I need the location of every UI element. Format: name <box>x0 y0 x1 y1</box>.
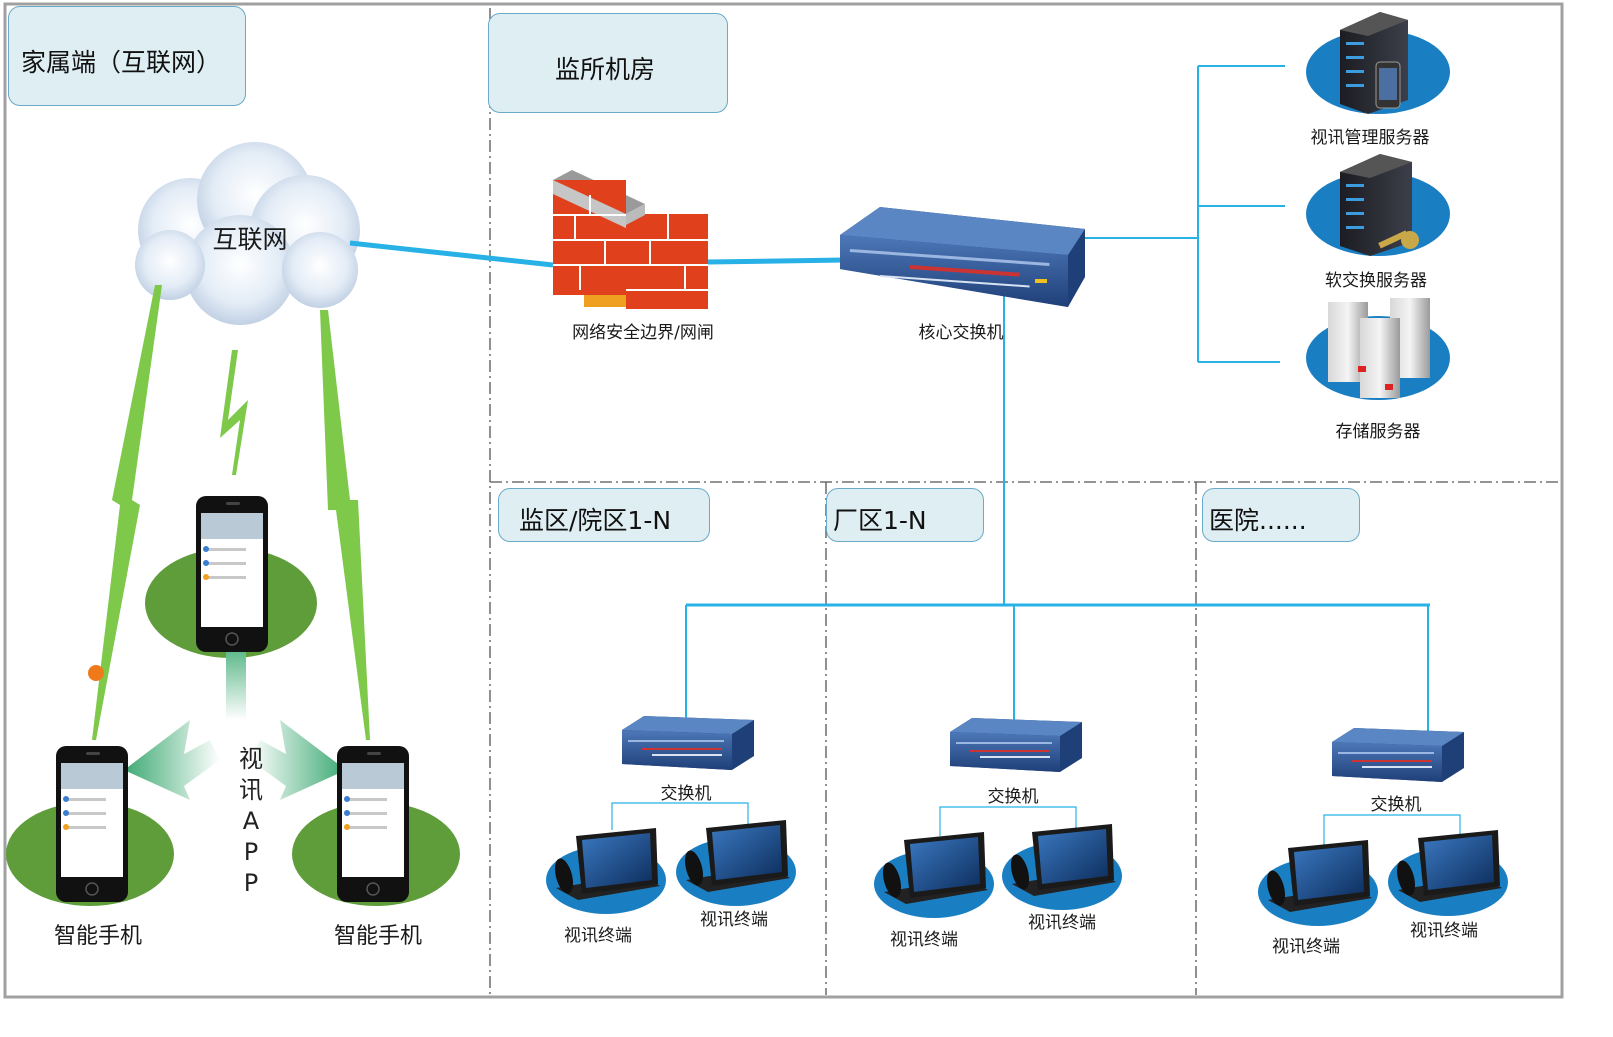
core-switch-icon <box>840 207 1085 307</box>
video-terminal-label: 视讯终端 <box>1410 921 1478 941</box>
zone-hospital-text: 医院...... <box>1209 506 1307 535</box>
server-links <box>685 65 1430 735</box>
switch-label-hospital: 交换机 <box>1370 795 1422 815</box>
storage-server-icon <box>1306 298 1450 400</box>
video-terminal-icon <box>1002 824 1122 910</box>
firewall-label: 网络安全边界/网闸 <box>572 323 714 343</box>
video-terminal-icon <box>546 828 666 914</box>
zone-family-text: 家属端（互联网） <box>21 48 222 77</box>
firewall-icon <box>553 170 708 309</box>
smartphone-label-right: 智能手机 <box>333 924 423 949</box>
video-terminal-label: 视讯终端 <box>700 910 768 930</box>
zone-family-label: 家属端（互联网） <box>8 6 246 106</box>
zone-separators <box>489 8 1560 995</box>
zone-factory-label: 厂区1-N <box>826 488 984 542</box>
video-terminal-label: 视讯终端 <box>564 926 632 946</box>
wireless-link-icon <box>92 285 370 740</box>
zone-factory-text: 厂区1-N <box>833 506 927 535</box>
backbone-links <box>349 240 846 268</box>
smartphone-icon <box>55 745 129 903</box>
switch-icon-hospital <box>1332 728 1464 782</box>
link-endpoint-dot <box>88 665 104 681</box>
smartphone-icon <box>195 495 269 653</box>
core-switch-label: 核心交换机 <box>918 323 1004 343</box>
softswitch-server-icon <box>1306 154 1450 256</box>
terminal-links <box>611 802 1461 846</box>
video-terminal-label: 视讯终端 <box>1272 937 1340 957</box>
zone-hospital-label: 医院...... <box>1202 488 1360 542</box>
smartphone-icon <box>336 745 410 903</box>
video-app-label: 视 讯 A P P <box>236 744 266 899</box>
video-terminal-icon <box>1258 840 1378 926</box>
zone-prison-area-label: 监区/院区1-N <box>498 488 710 542</box>
zone-machine-room-label: 监所机房 <box>488 13 728 113</box>
video-app-char: P <box>243 869 259 897</box>
video-terminal-icon <box>874 832 994 918</box>
switch-label-factory: 交换机 <box>987 787 1039 807</box>
internet-label: 互联网 <box>212 225 288 254</box>
storage-server-label: 存储服务器 <box>1335 422 1421 442</box>
switch-icon-factory <box>950 718 1082 772</box>
video-terminal-icon <box>676 820 796 906</box>
video-terminal-icon <box>1388 830 1508 916</box>
frame-border <box>3 2 1564 999</box>
zone-prison-area-text: 监区/院区1-N <box>519 506 672 535</box>
video-mgmt-server-label: 视讯管理服务器 <box>1310 128 1430 148</box>
internet-cloud-icon <box>135 142 360 325</box>
video-terminal-label: 视讯终端 <box>890 930 958 950</box>
softswitch-server-label: 软交换服务器 <box>1325 271 1427 291</box>
video-app-char: 视 <box>239 745 263 773</box>
zone-machine-room-text: 监所机房 <box>555 55 656 84</box>
video-app-char: 讯 <box>239 776 263 804</box>
video-app-char: A <box>242 807 260 835</box>
smartphone-label-left: 智能手机 <box>53 924 143 949</box>
video-app-char: P <box>243 838 259 866</box>
switch-icon-prison <box>622 716 754 770</box>
video-management-server-icon <box>1306 12 1450 114</box>
switch-label-prison: 交换机 <box>660 784 712 804</box>
video-terminal-label: 视讯终端 <box>1028 913 1096 933</box>
